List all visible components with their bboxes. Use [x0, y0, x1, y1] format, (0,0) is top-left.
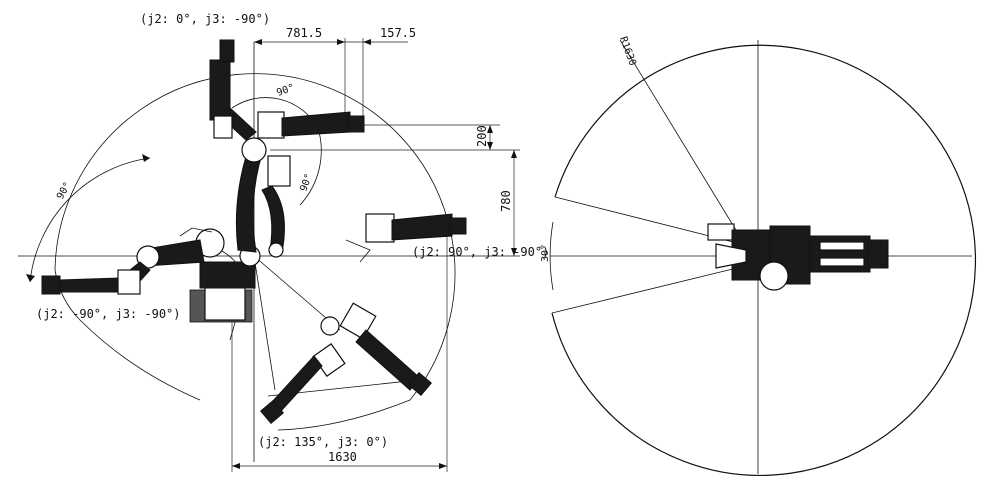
elbow-joint [320, 316, 340, 336]
wrist-block [365, 213, 395, 243]
forearm [355, 329, 421, 391]
link-block [267, 155, 291, 187]
dim-781-label: 781.5 [286, 26, 322, 40]
angle-label-upper: 90° [275, 82, 296, 99]
pose-label-right: (j2: 90°, j3: -90°) [412, 245, 549, 259]
angle-arc-mid [299, 127, 322, 206]
robot-pose-top [209, 39, 267, 253]
robot-pose-bottom-right [320, 302, 432, 396]
side-reach-envelope [54, 73, 456, 431]
top-view: R1630 30° [540, 35, 977, 476]
dim-200-label: 200 [475, 125, 489, 147]
arrowhead [511, 248, 517, 256]
arrowhead [232, 463, 240, 469]
arrowhead [487, 125, 493, 133]
motor-fin [819, 241, 865, 251]
motor-pack [809, 235, 871, 273]
tool-tip [345, 239, 371, 263]
tool-flange [41, 275, 61, 295]
arrowhead [254, 39, 262, 45]
pose-label-bottom: (j2: 135°, j3: 0°) [258, 435, 388, 449]
robot-top-silhouette [707, 223, 889, 291]
base-turret [759, 261, 789, 291]
arrowhead [26, 274, 35, 282]
arrowhead [439, 463, 447, 469]
angle-label-mid: 90° [298, 172, 315, 193]
tool-block [707, 223, 735, 241]
cable [179, 227, 213, 237]
upper-arm [235, 149, 263, 253]
arrowhead [337, 39, 345, 45]
wrist-block [257, 111, 285, 139]
forearm [271, 355, 323, 411]
radius-leader [619, 39, 743, 241]
wrist-block [339, 302, 377, 340]
arrowhead [363, 39, 371, 45]
arrowhead [511, 150, 517, 158]
wrist-block [312, 343, 346, 377]
elbow-joint [241, 137, 267, 163]
robot-pose-right [345, 213, 467, 263]
motor-end-cap [867, 239, 889, 269]
tool-flange [219, 39, 235, 63]
tool-flange [260, 400, 284, 424]
tool-tip [715, 243, 747, 269]
dim-780-label: 780 [499, 190, 513, 212]
base-turret [199, 261, 256, 289]
pose-label-left: (j2: -90°, j3: -90°) [36, 307, 181, 321]
tool-flange [347, 115, 365, 133]
top-workspace-envelope [551, 44, 977, 476]
tool-flange [449, 217, 467, 235]
arrowhead [142, 154, 150, 162]
robot-pose-horizontal [257, 111, 365, 258]
tool-flange [408, 372, 432, 396]
forearm [281, 111, 351, 137]
dim-157-label: 157.5 [380, 26, 416, 40]
forearm-segment [209, 59, 231, 121]
forearm [391, 213, 453, 241]
wrist-block [117, 269, 141, 295]
wrist-block [213, 115, 233, 139]
angle-label-left: 90° [55, 180, 74, 201]
dim-1630-label: 1630 [328, 450, 357, 464]
side-view: 781.5 157.5 200 780 1630 90° 90° 90° (j2… [18, 12, 549, 472]
radius-label: R1630 [617, 35, 638, 67]
robot-pose-left [41, 227, 213, 295]
lower-link [261, 185, 285, 253]
guide-line [253, 255, 276, 391]
arrowhead [487, 142, 493, 150]
sector-edge-lower [551, 265, 746, 314]
angle-arc-30 [549, 221, 554, 291]
pose-label-top: (j2: 0°, j3: -90°) [140, 12, 270, 26]
pivot [268, 242, 284, 258]
robot-pose-bottom [260, 343, 346, 424]
motor-fin [819, 257, 865, 267]
base-housing [204, 284, 246, 321]
angle-30-label: 30° [540, 244, 551, 262]
angle-arc-left [29, 157, 151, 283]
